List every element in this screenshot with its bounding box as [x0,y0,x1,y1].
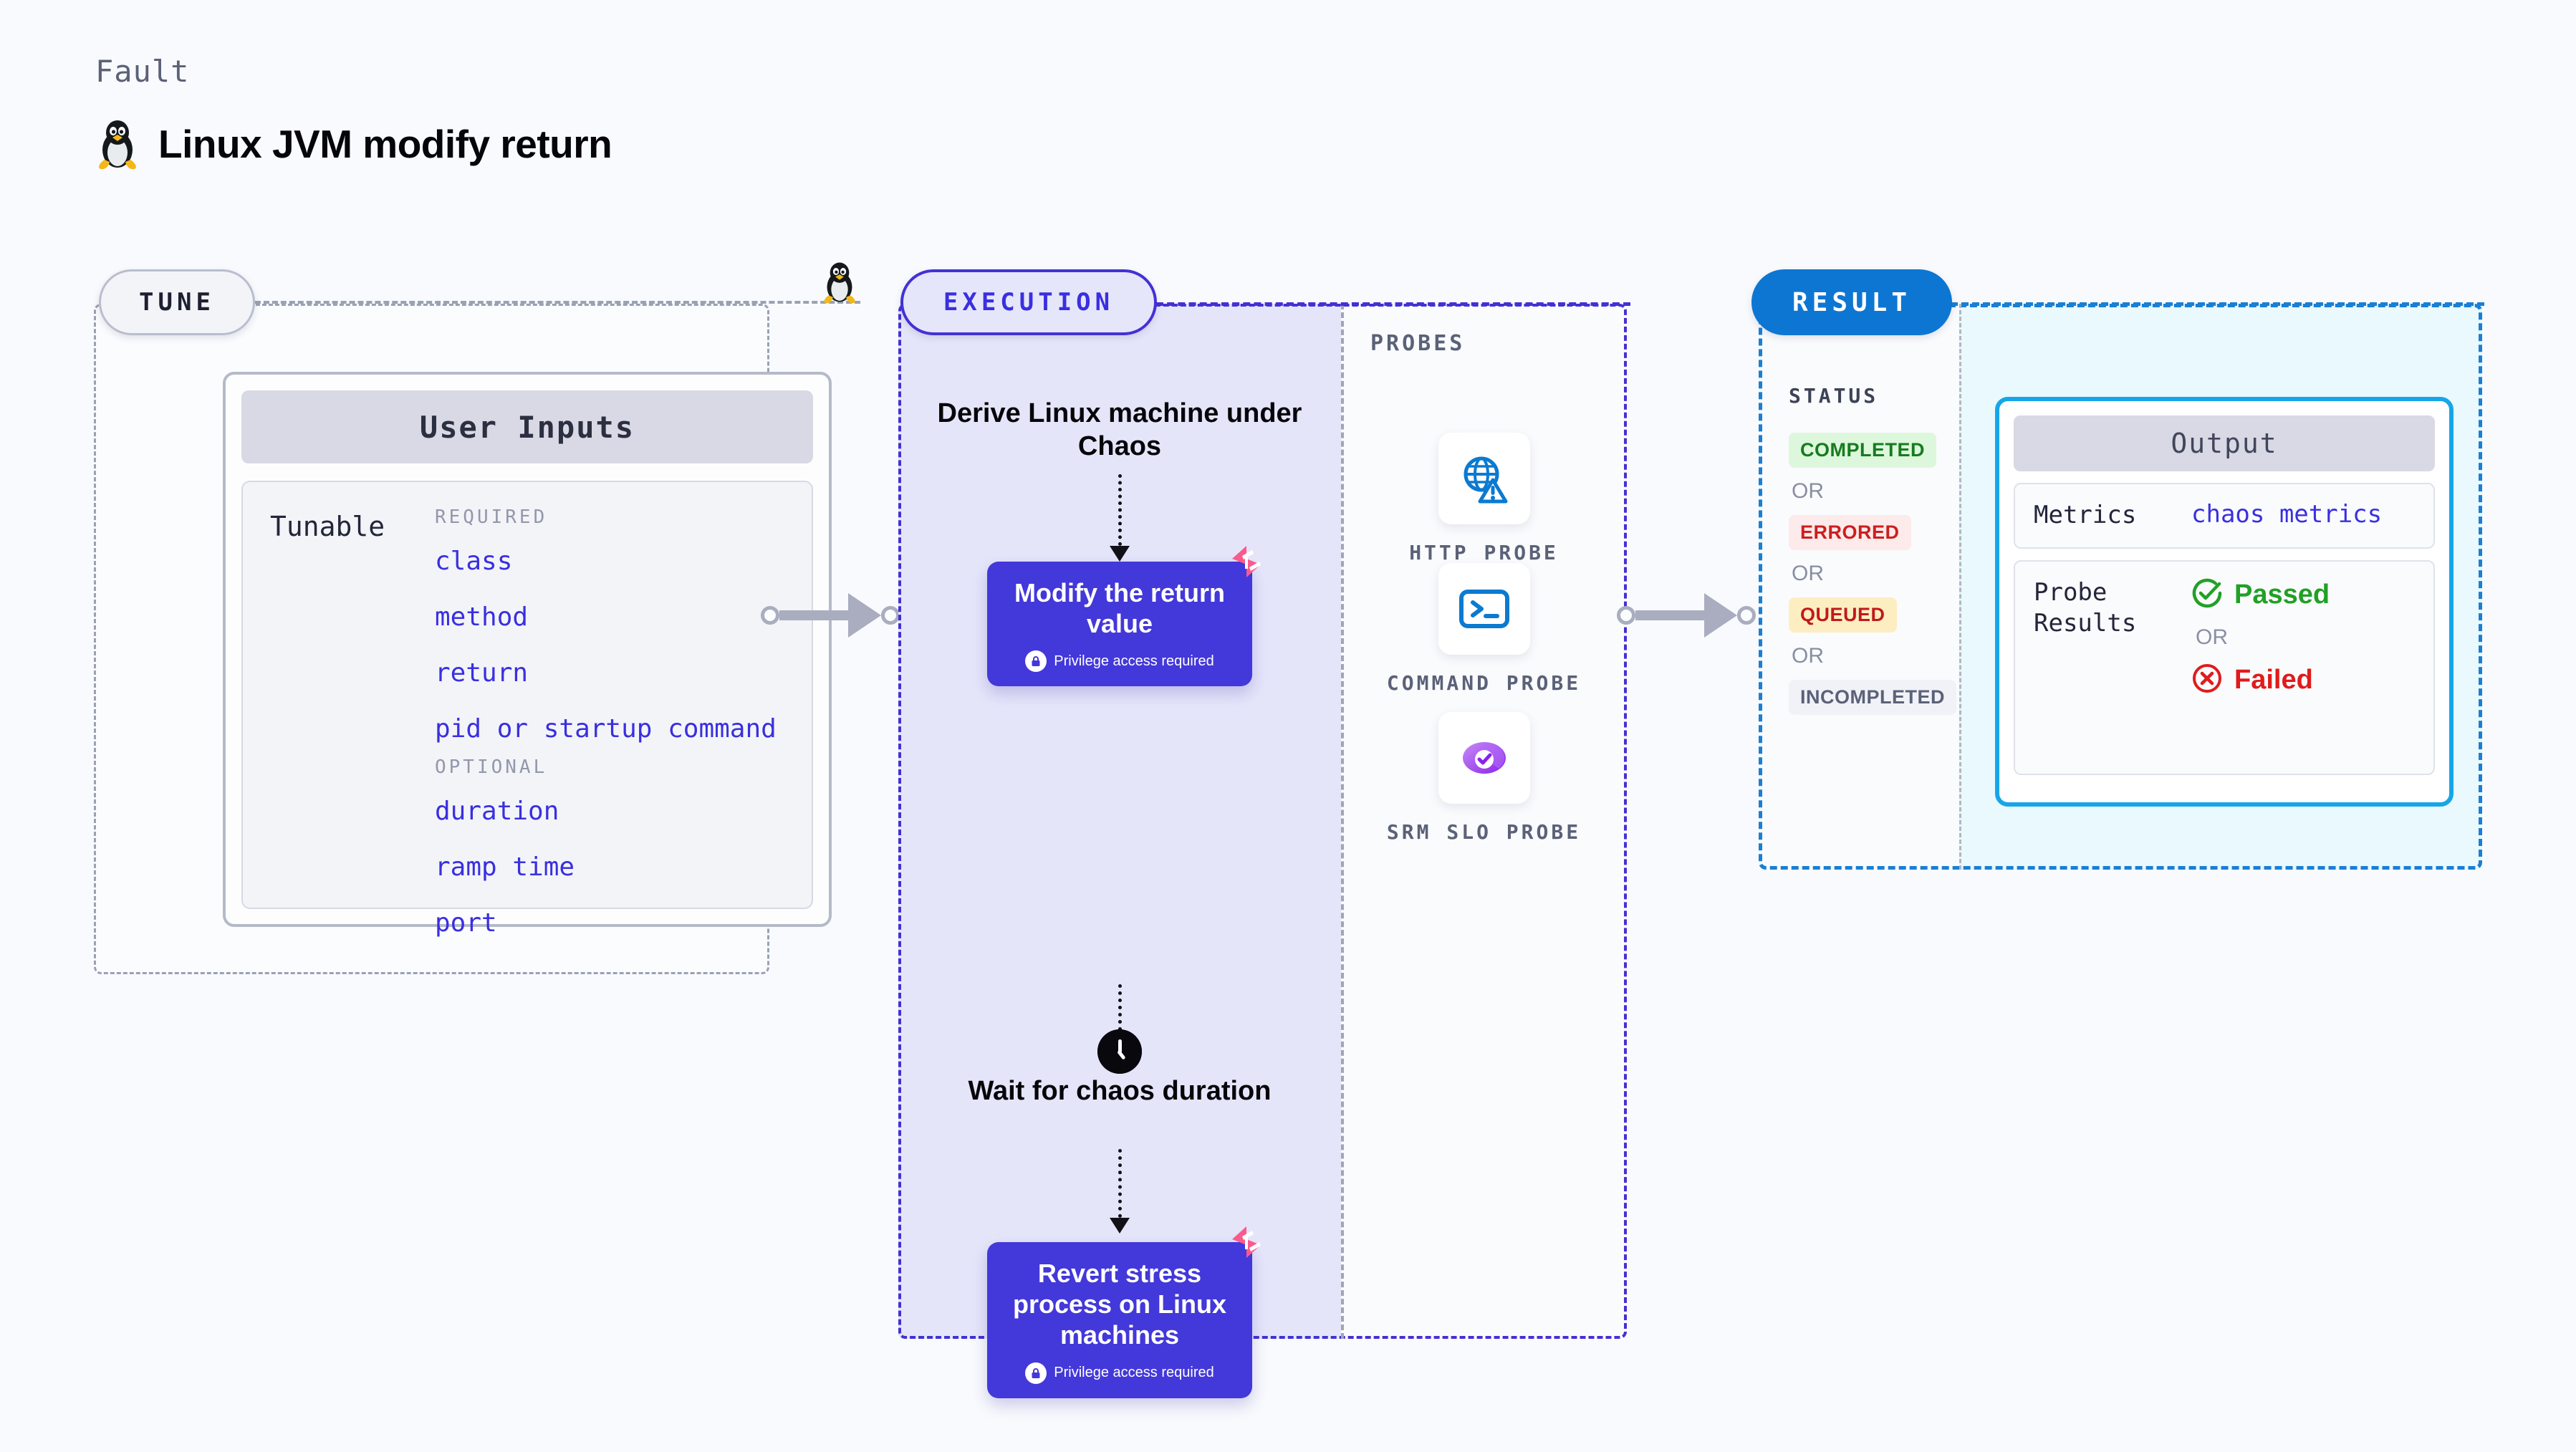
node-title: Modify the return value [1014,578,1225,639]
tune-top-dashed-line [255,301,860,304]
probes-section-label: PROBES [1370,331,1466,356]
result-stage: RESULT STATUS COMPLETED OR ERRORED OR QU… [1751,269,2484,870]
status-badge-queued: QUEUED [1789,597,1897,633]
status-badge-errored: ERRORED [1789,515,1911,550]
failed-label: Failed [2234,664,2313,695]
tune-stage-pill[interactable]: TUNE [99,269,255,335]
probe-http[interactable]: HTTP PROBE [1341,433,1627,567]
status-section-label: STATUS [1789,384,1879,408]
probe-label: COMMAND PROBE [1386,671,1582,695]
flow-arrow-1 [1110,474,1130,562]
connector-end-dot [1737,606,1756,625]
output-title: Output [2014,415,2435,471]
probe-result-passed: Passed [2191,577,2330,612]
status-or-label: OR [1792,479,1824,503]
execution-top-dashed-line [1156,302,1630,306]
probe-label: SRM SLO PROBE [1386,820,1582,844]
connector-start-dot [761,606,779,625]
output-row-metrics: Metrics chaos metrics [2014,483,2435,549]
required-group-label: REQUIRED [435,506,548,528]
connector-arrowhead [1704,593,1737,638]
probe-result-or-label: OR [2196,625,2228,649]
tunable-label: Tunable [270,511,385,542]
connector-start-dot [1617,606,1635,625]
tunable-panel: Tunable REQUIRED class method return pid… [241,481,813,938]
status-or-label: OR [1792,562,1824,585]
result-panel-divider [1959,304,1961,870]
user-inputs-title: User Inputs [241,390,813,463]
lock-icon [1025,650,1047,673]
passed-label: Passed [2234,579,2330,610]
connector-end-dot [881,606,900,625]
execution-stage-pill[interactable]: EXECUTION [900,269,1157,335]
flow-step-derive-machine: Derive Linux machine under Chaos [937,398,1302,462]
output-row-probe-results: Probe Results Passed OR [2014,559,2435,775]
tune-linux-penguin-icon [821,261,858,307]
x-circle-icon [2191,663,2223,698]
tunable-params-list: REQUIRED class method return pid or star… [435,506,836,964]
harness-logo-icon [1228,543,1265,584]
probe-label: HTTP PROBE [1409,541,1559,564]
connector-execution-to-result [1617,593,1756,638]
param-duration[interactable]: duration [435,797,559,826]
param-port[interactable]: port [435,908,497,938]
connector-line [1635,610,1706,620]
clock-icon [1097,1029,1142,1074]
connector-arrowhead [848,593,881,638]
param-pid-or-startup-command[interactable]: pid or startup command [435,714,777,744]
status-badge-incompleted: INCOMPLETED [1789,680,1957,715]
user-inputs-card: User Inputs Tunable REQUIRED class metho… [223,372,832,938]
probe-results-values: Passed OR Failed [2191,577,2330,698]
tune-stage: TUNE User Inputs Tunable REQUIRED class … [94,262,860,974]
optional-group-label: OPTIONAL [435,756,548,778]
srm-slo-icon [1438,712,1530,804]
privilege-text: Privilege access required [1054,1365,1214,1381]
result-status-panel-background [1759,304,1959,870]
result-stage-pill[interactable]: RESULT [1751,269,1952,335]
fault-title-row: Linux JVM modify return [95,118,612,170]
privilege-notice: Privilege access required [1000,650,1239,673]
connector-tune-to-execution [761,593,900,638]
probe-srm-slo[interactable]: SRM SLO PROBE [1341,712,1627,846]
param-return[interactable]: return [435,658,529,688]
metrics-key: Metrics [2034,501,2137,529]
terminal-icon [1438,563,1530,655]
param-class[interactable]: class [435,547,513,576]
check-circle-icon [2191,577,2223,612]
linux-penguin-icon [95,118,140,170]
status-badge-completed: COMPLETED [1789,433,1937,468]
status-or-label: OR [1792,644,1824,668]
globe-warning-icon [1438,433,1530,524]
probe-command[interactable]: COMMAND PROBE [1341,563,1627,697]
fault-eyebrow-label: Fault [95,54,190,89]
flow-step-wait-duration: Wait for chaos duration [968,1076,1272,1106]
lock-icon [1025,1362,1047,1384]
harness-logo-icon [1228,1223,1265,1264]
node-title: Revert stress process on Linux machines [1012,1259,1227,1350]
probe-results-key: Probe Results [2034,577,2137,638]
execution-stage: EXECUTION Derive Linux machine under Cha… [898,269,1630,1398]
probe-result-failed: Failed [2191,663,2330,698]
flow-step-revert-stress-process[interactable]: Revert stress process on Linux machines … [987,1226,1261,1398]
connector-line [779,610,850,620]
result-top-dashed-line [1951,302,2484,306]
param-method[interactable]: method [435,602,529,632]
execution-flow: Derive Linux machine under Chaos Modify … [898,304,1341,1398]
param-ramp-time[interactable]: ramp time [435,852,575,882]
output-card: Output Metrics chaos metrics Probe Resul… [1995,397,2454,807]
privilege-text: Privilege access required [1054,653,1214,669]
page-title: Linux JVM modify return [158,122,612,166]
privilege-notice: Privilege access required [1000,1362,1239,1384]
status-list: COMPLETED OR ERRORED OR QUEUED OR INCOMP… [1789,433,1957,715]
execution-probes-divider [1341,304,1344,1339]
flow-step-modify-return-value[interactable]: Modify the return value Privilege access… [987,546,1261,687]
flow-arrow-3 [1110,1149,1130,1234]
metrics-value[interactable]: chaos metrics [2191,500,2383,529]
